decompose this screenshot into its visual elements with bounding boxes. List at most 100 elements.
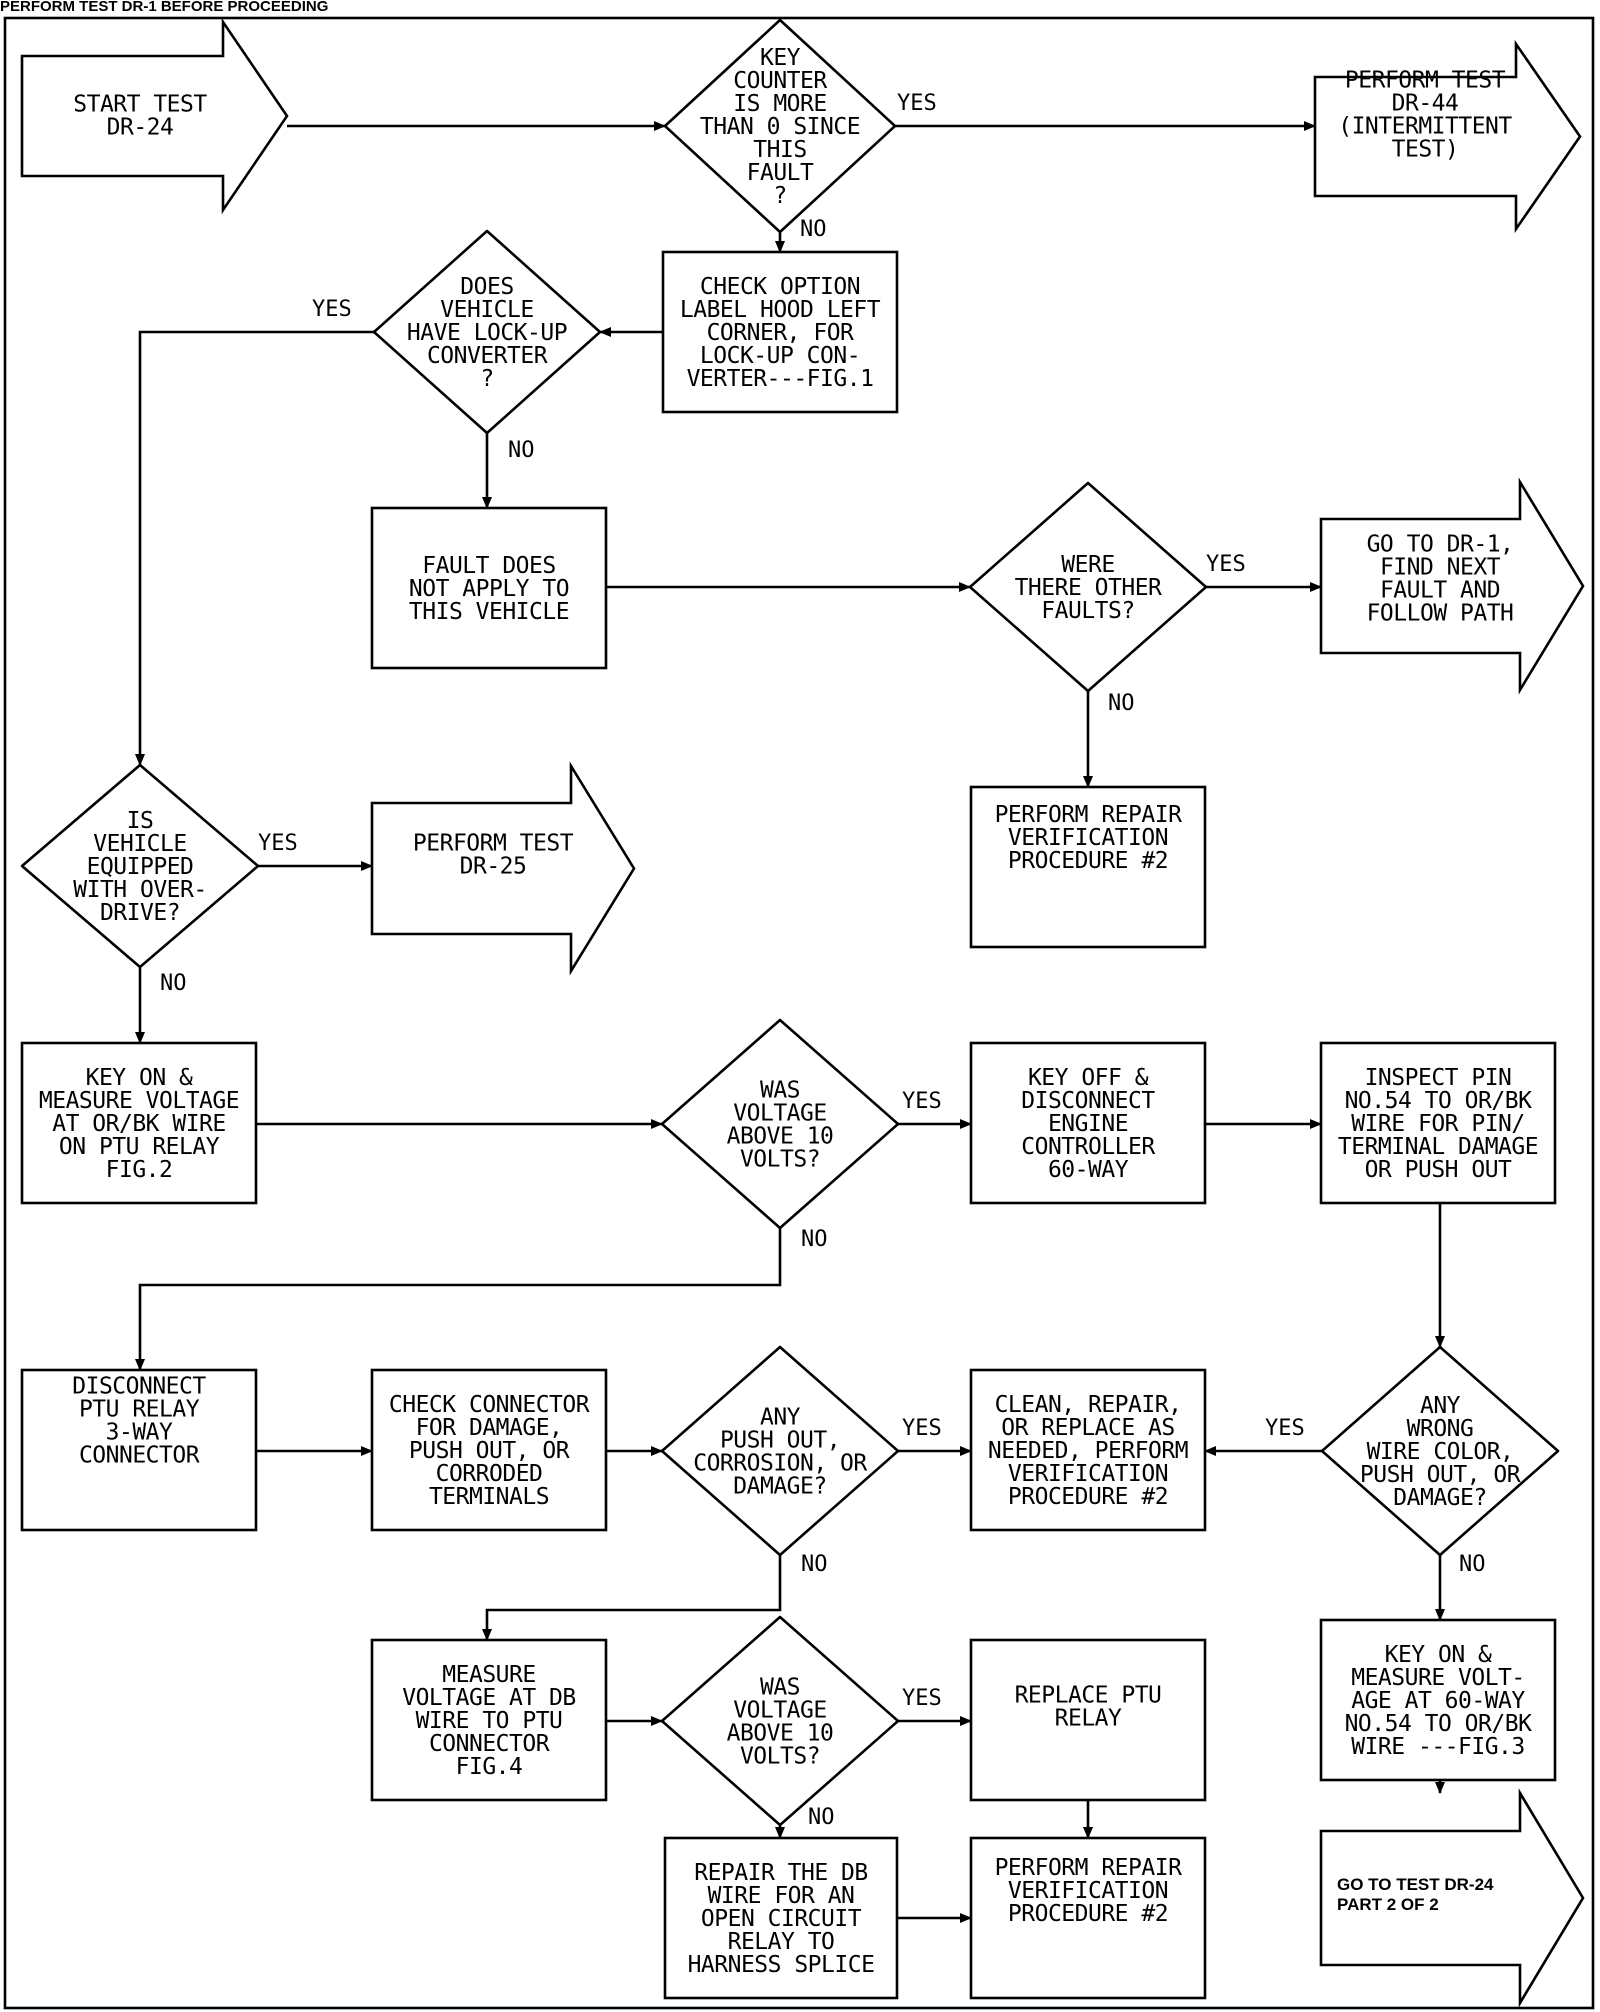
process-box — [370, 1638, 608, 1802]
node-text-line: ABOVE 10 — [727, 1721, 834, 1747]
node-text-line: FOLLOW PATH — [1367, 601, 1514, 627]
node-text-line: PART 2 OF 2 — [1337, 1895, 1439, 1914]
decision-diamond — [372, 229, 602, 435]
process-box — [370, 1368, 608, 1532]
node-text-line: WIRE COLOR, — [1367, 1439, 1514, 1465]
node-text-line: PUSH OUT, — [720, 1428, 840, 1454]
decision-diamond — [660, 1345, 900, 1557]
node-text-line: NO.54 TO OR/BK — [1345, 1711, 1533, 1737]
node-text-line: VOLTAGE — [733, 1698, 826, 1724]
node-text-line: RELAY TO — [728, 1929, 835, 1955]
node-text-line: REPAIR THE DB — [694, 1860, 868, 1886]
terminal-arrow — [1313, 39, 1582, 234]
node-text-line: CONNECTOR — [79, 1443, 200, 1469]
node-text-line: TEST) — [1392, 137, 1459, 163]
node-text-line: ? — [773, 183, 786, 209]
process-box — [969, 1638, 1207, 1802]
node-text-line: OR PUSH OUT — [1365, 1157, 1512, 1183]
node-text-line: PROCEDURE #2 — [1008, 1901, 1168, 1927]
node-text-line: GO TO TEST DR-24 — [1337, 1875, 1494, 1894]
node-text-line: DR-24 — [107, 115, 174, 141]
node-text-line: CLEAN, REPAIR, — [995, 1392, 1182, 1418]
edge-label-key-counter-no: NO — [800, 217, 827, 242]
node-text-line: COUNTER — [733, 68, 827, 94]
edge-label-voltage-a-yes: YES — [902, 1089, 942, 1114]
edge-label-key-counter-yes: YES — [897, 91, 937, 116]
node-text-line: CONNECTOR — [429, 1731, 550, 1757]
node-text-line: ENGINE — [1048, 1111, 1128, 1137]
node-text-line: INSPECT PIN — [1365, 1065, 1512, 1091]
process-box — [370, 506, 608, 670]
node-text-line: ? — [480, 366, 493, 392]
process-box — [1319, 1618, 1557, 1782]
node-text-line: MEASURE VOLTAGE — [39, 1088, 239, 1114]
node-text-line: AGE AT 60-WAY — [1351, 1688, 1525, 1714]
node-text-line: 60-WAY — [1048, 1157, 1129, 1183]
node-text-line: FIND NEXT — [1380, 555, 1501, 581]
node-text-line: FOR DAMAGE, — [416, 1415, 563, 1441]
process-box — [969, 1368, 1207, 1532]
node-text-line: KEY — [760, 45, 801, 71]
node-text-line: KEY ON & — [1385, 1642, 1492, 1668]
node-b-key-on-60way: KEY ON &MEASURE VOLT-AGE AT 60-WAYNO.54 … — [1319, 1618, 1557, 1782]
node-text-line: VOLTS? — [740, 1744, 820, 1770]
node-text-line: CORROSION, OR — [693, 1451, 867, 1477]
node-text-line: PERFORM REPAIR — [995, 802, 1183, 828]
node-text-line: VEHICLE — [93, 831, 186, 857]
node-text-line: KEY OFF & — [1028, 1065, 1149, 1091]
node-text-line: TERMINAL DAMAGE — [1338, 1134, 1538, 1160]
node-text-line: VOLTAGE — [733, 1101, 826, 1127]
terminal-arrow — [1319, 477, 1585, 695]
decision-diamond — [660, 1615, 900, 1827]
node-text-line: OPEN CIRCUIT — [701, 1906, 862, 1932]
node-text-line: CONTROLLER — [1021, 1134, 1155, 1160]
node-text-line: HARNESS SPLICE — [688, 1952, 875, 1978]
node-text-line: IS MORE — [733, 91, 826, 117]
node-text-line: FIG.2 — [106, 1157, 173, 1183]
terminal-arrow — [20, 17, 289, 215]
edge-voltage-a-no — [135, 1228, 782, 1371]
process-box — [661, 250, 899, 414]
node-text-line: GO TO DR-1, — [1367, 532, 1514, 558]
node-b-key-off: KEY OFF &DISCONNECTENGINECONTROLLER60-WA… — [969, 1041, 1207, 1205]
decision-diamond — [1320, 1345, 1560, 1557]
edge-label-wrong-wire-no: NO — [1459, 1552, 1486, 1577]
terminal-arrow — [1319, 1788, 1585, 2008]
node-text-line: VERIFICATION — [1008, 1878, 1168, 1904]
node-text-line: WIRE FOR PIN/ — [1351, 1111, 1525, 1137]
process-box — [1319, 1041, 1557, 1205]
node-text-line: HAVE LOCK-UP — [407, 320, 567, 346]
node-text-line: LABEL HOOD LEFT — [680, 297, 881, 323]
node-text-line: NO.54 TO OR/BK — [1345, 1088, 1533, 1114]
node-text-line: MEASURE — [442, 1662, 535, 1688]
node-text-line: CHECK CONNECTOR — [389, 1392, 590, 1418]
edge-pushout-no — [482, 1555, 782, 1641]
node-text-line: WERE — [1061, 552, 1114, 578]
node-text-line: ON PTU RELAY — [59, 1134, 220, 1160]
node-text-line: FIG.4 — [456, 1754, 523, 1780]
node-text-line: PERFORM TEST — [1345, 68, 1506, 94]
edge-label-lockup-no: NO — [508, 438, 535, 463]
node-text-line: START TEST — [73, 92, 207, 118]
node-text-line: DOES — [460, 274, 513, 300]
node-text-line: VEHICLE — [440, 297, 533, 323]
node-text-line: AT OR/BK WIRE — [52, 1111, 226, 1137]
node-text-line: OR REPLACE AS — [1001, 1415, 1175, 1441]
node-text-line: DISCONNECT — [1021, 1088, 1155, 1114]
edge-label-other-faults-no: NO — [1108, 691, 1135, 716]
